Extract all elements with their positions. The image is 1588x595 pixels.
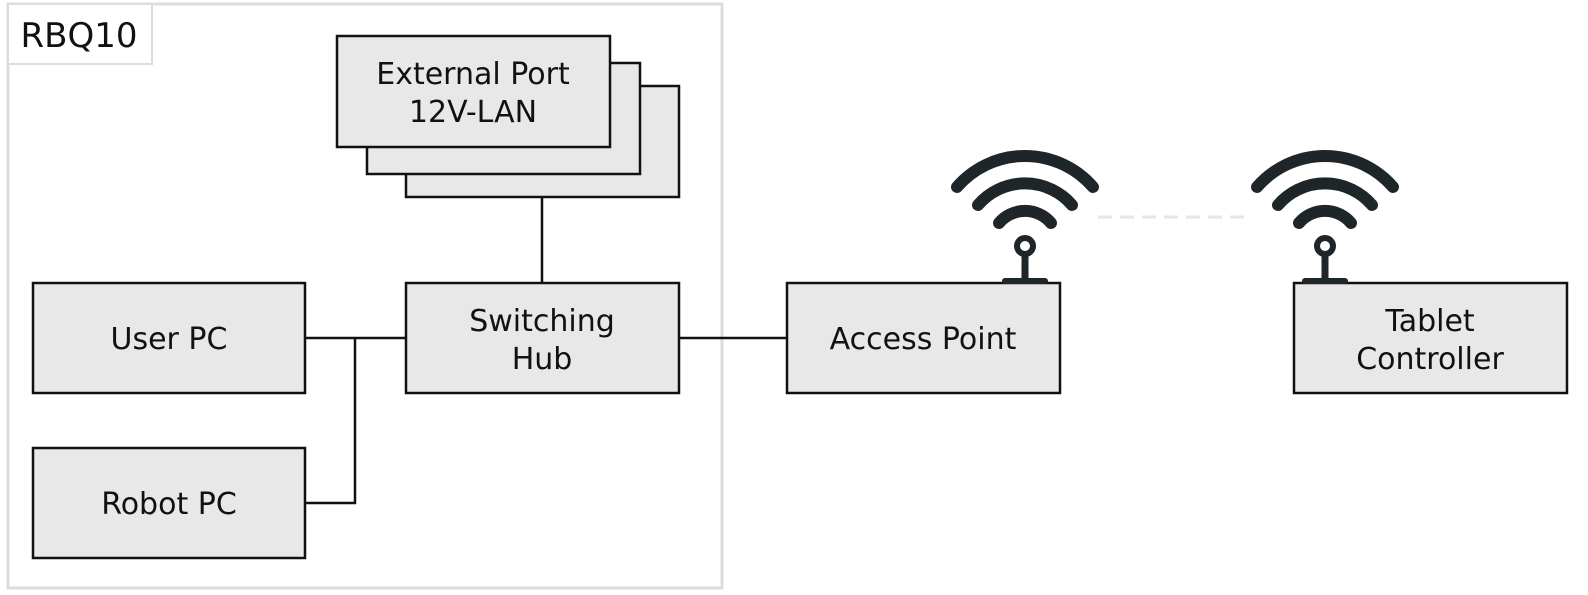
switching-hub-label-line2: Hub xyxy=(512,342,573,377)
access-point-node: Access Point xyxy=(785,281,1062,395)
tablet-controller-box xyxy=(1292,281,1569,395)
switching-hub-node: Switching Hub xyxy=(404,281,681,395)
connector-robot-pc-hub xyxy=(305,338,357,505)
wifi-icon xyxy=(1251,149,1399,284)
switching-hub-box xyxy=(404,281,681,395)
container-label: RBQ10 xyxy=(21,16,138,56)
external-port-stack: External Port 12V-LAN xyxy=(335,34,681,199)
container-label-box xyxy=(7,3,153,65)
external-port-label-line2: 12V-LAN xyxy=(409,95,537,130)
switching-hub-label-line1: Switching xyxy=(469,304,615,339)
connectors xyxy=(305,197,787,505)
external-port-box xyxy=(335,34,612,149)
robot-pc-node: Robot PC xyxy=(31,446,307,560)
access-point-label: Access Point xyxy=(830,322,1017,357)
robot-pc-label: Robot PC xyxy=(101,487,237,522)
tablet-controller-node: Tablet Controller xyxy=(1292,281,1569,395)
user-pc-node: User PC xyxy=(31,281,307,395)
access-point-box xyxy=(785,281,1062,395)
tablet-controller-label-line2: Controller xyxy=(1356,342,1504,377)
robot-pc-box xyxy=(31,446,307,560)
user-pc-label: User PC xyxy=(111,322,228,357)
tablet-controller-label-line1: Tablet xyxy=(1384,304,1475,339)
external-port-label-line1: External Port xyxy=(376,57,570,92)
user-pc-box xyxy=(31,281,307,395)
wifi-icon xyxy=(951,149,1099,284)
